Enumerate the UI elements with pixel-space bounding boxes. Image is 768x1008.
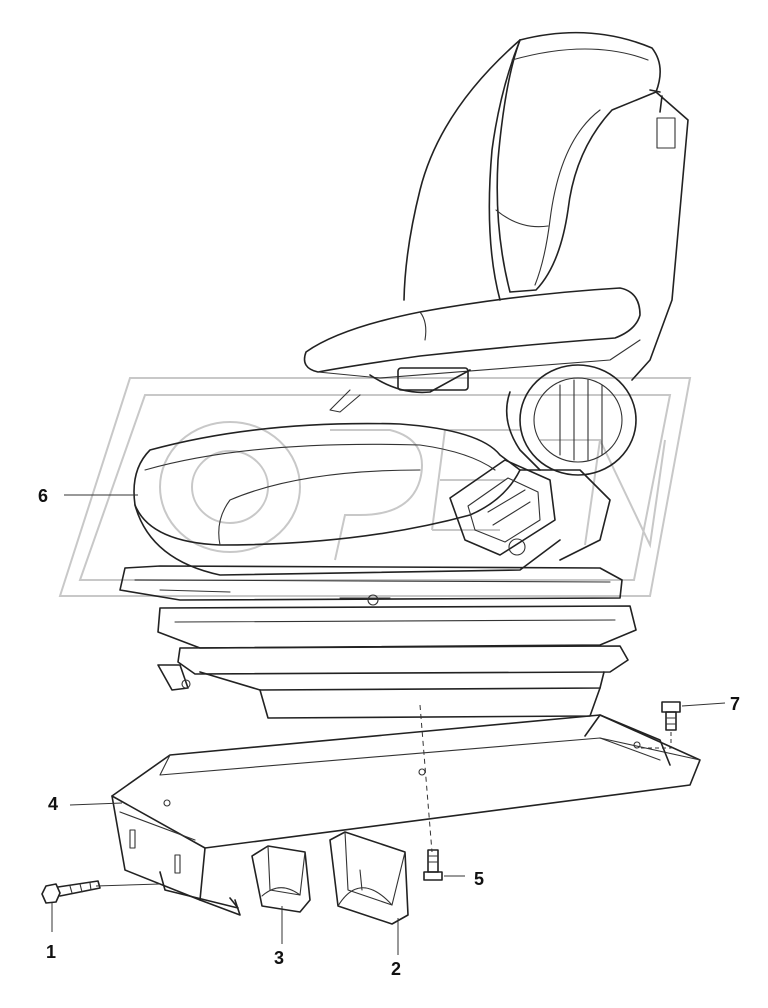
- spacer-part-3: [251, 845, 311, 913]
- bolt-part-7: [661, 701, 681, 731]
- watermark-logo-icon: [58, 377, 692, 597]
- callout-3: 3: [274, 948, 284, 968]
- callout-7: 7: [730, 694, 740, 714]
- callout-2: 2: [391, 959, 401, 979]
- bolt-part-5: [423, 849, 443, 881]
- seat-assembly: [119, 31, 689, 719]
- mounting-bracket: [111, 714, 701, 916]
- callout-6: 6: [38, 486, 48, 506]
- leader-lines: [51, 494, 726, 955]
- channel-part-2: [329, 831, 409, 925]
- callout-5: 5: [474, 869, 484, 889]
- bolt-part-1: [41, 880, 101, 904]
- callout-1: 1: [46, 942, 56, 962]
- callout-4: 4: [48, 794, 58, 814]
